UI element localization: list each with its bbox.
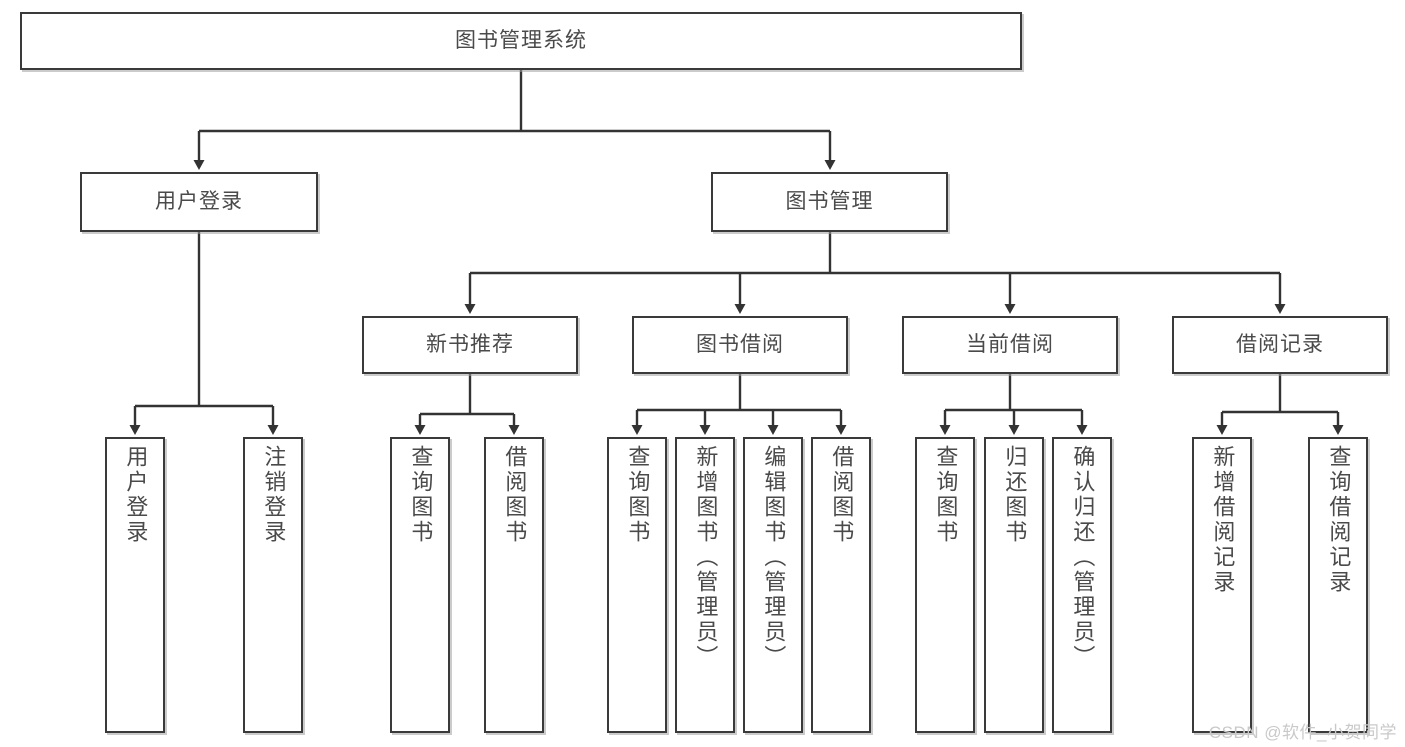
leaf-current-query-book[interactable]: 查询图书 — [915, 437, 975, 733]
node-user-login-label: 用户登录 — [155, 190, 243, 214]
leaf-record-query-borrow-record[interactable]: 查询借阅记录 — [1308, 437, 1368, 733]
node-book-borrow[interactable]: 图书借阅 — [632, 316, 848, 374]
leaf-newbook-borrow-book[interactable]: 借阅图书 — [484, 437, 544, 733]
node-book-borrow-label: 图书借阅 — [696, 333, 784, 357]
leaf-borrow-edit-book-admin-label: 编辑图书（管理员） — [761, 445, 787, 670]
leaf-record-add-borrow-record[interactable]: 新增借阅记录 — [1192, 437, 1252, 733]
leaf-borrow-edit-book-admin[interactable]: 编辑图书（管理员） — [743, 437, 803, 733]
leaf-user-login-label: 用户登录 — [123, 445, 149, 545]
leaf-borrow-add-book-admin-label: 新增图书（管理员） — [693, 445, 719, 670]
node-user-login[interactable]: 用户登录 — [80, 172, 318, 232]
leaf-borrow-lend-book-label: 借阅图书 — [829, 445, 855, 545]
leaf-current-return-book-label: 归还图书 — [1002, 445, 1028, 545]
leaf-current-confirm-return-admin[interactable]: 确认归还（管理员） — [1052, 437, 1112, 733]
node-borrow-record[interactable]: 借阅记录 — [1172, 316, 1388, 374]
node-root[interactable]: 图书管理系统 — [20, 12, 1022, 70]
node-book-management-label: 图书管理 — [785, 190, 874, 214]
leaf-borrow-add-book-admin[interactable]: 新增图书（管理员） — [675, 437, 735, 733]
node-root-label: 图书管理系统 — [455, 29, 587, 53]
leaf-borrow-query-book-label: 查询图书 — [625, 445, 651, 545]
node-new-book-recommend[interactable]: 新书推荐 — [362, 316, 578, 374]
leaf-record-add-borrow-record-label: 新增借阅记录 — [1210, 445, 1236, 595]
leaf-user-logout-label: 注销登录 — [261, 445, 287, 545]
leaf-record-query-borrow-record-label: 查询借阅记录 — [1326, 445, 1352, 595]
leaf-current-query-book-label: 查询图书 — [933, 445, 959, 545]
leaf-borrow-lend-book[interactable]: 借阅图书 — [811, 437, 871, 733]
leaf-newbook-query-book[interactable]: 查询图书 — [390, 437, 450, 733]
node-current-borrow-label: 当前借阅 — [966, 333, 1054, 357]
node-borrow-record-label: 借阅记录 — [1236, 333, 1324, 357]
node-book-management[interactable]: 图书管理 — [711, 172, 948, 232]
leaf-current-return-book[interactable]: 归还图书 — [984, 437, 1044, 733]
csdn-watermark: CSDN @软件_小贺同学 — [1208, 723, 1397, 742]
leaf-user-login[interactable]: 用户登录 — [105, 437, 165, 733]
node-new-book-recommend-label: 新书推荐 — [426, 333, 514, 357]
node-current-borrow[interactable]: 当前借阅 — [902, 316, 1118, 374]
leaf-newbook-query-book-label: 查询图书 — [408, 445, 434, 545]
leaf-borrow-query-book[interactable]: 查询图书 — [607, 437, 667, 733]
leaf-current-confirm-return-admin-label: 确认归还（管理员） — [1070, 445, 1096, 670]
leaf-newbook-borrow-book-label: 借阅图书 — [502, 445, 528, 545]
leaf-user-logout[interactable]: 注销登录 — [243, 437, 303, 733]
